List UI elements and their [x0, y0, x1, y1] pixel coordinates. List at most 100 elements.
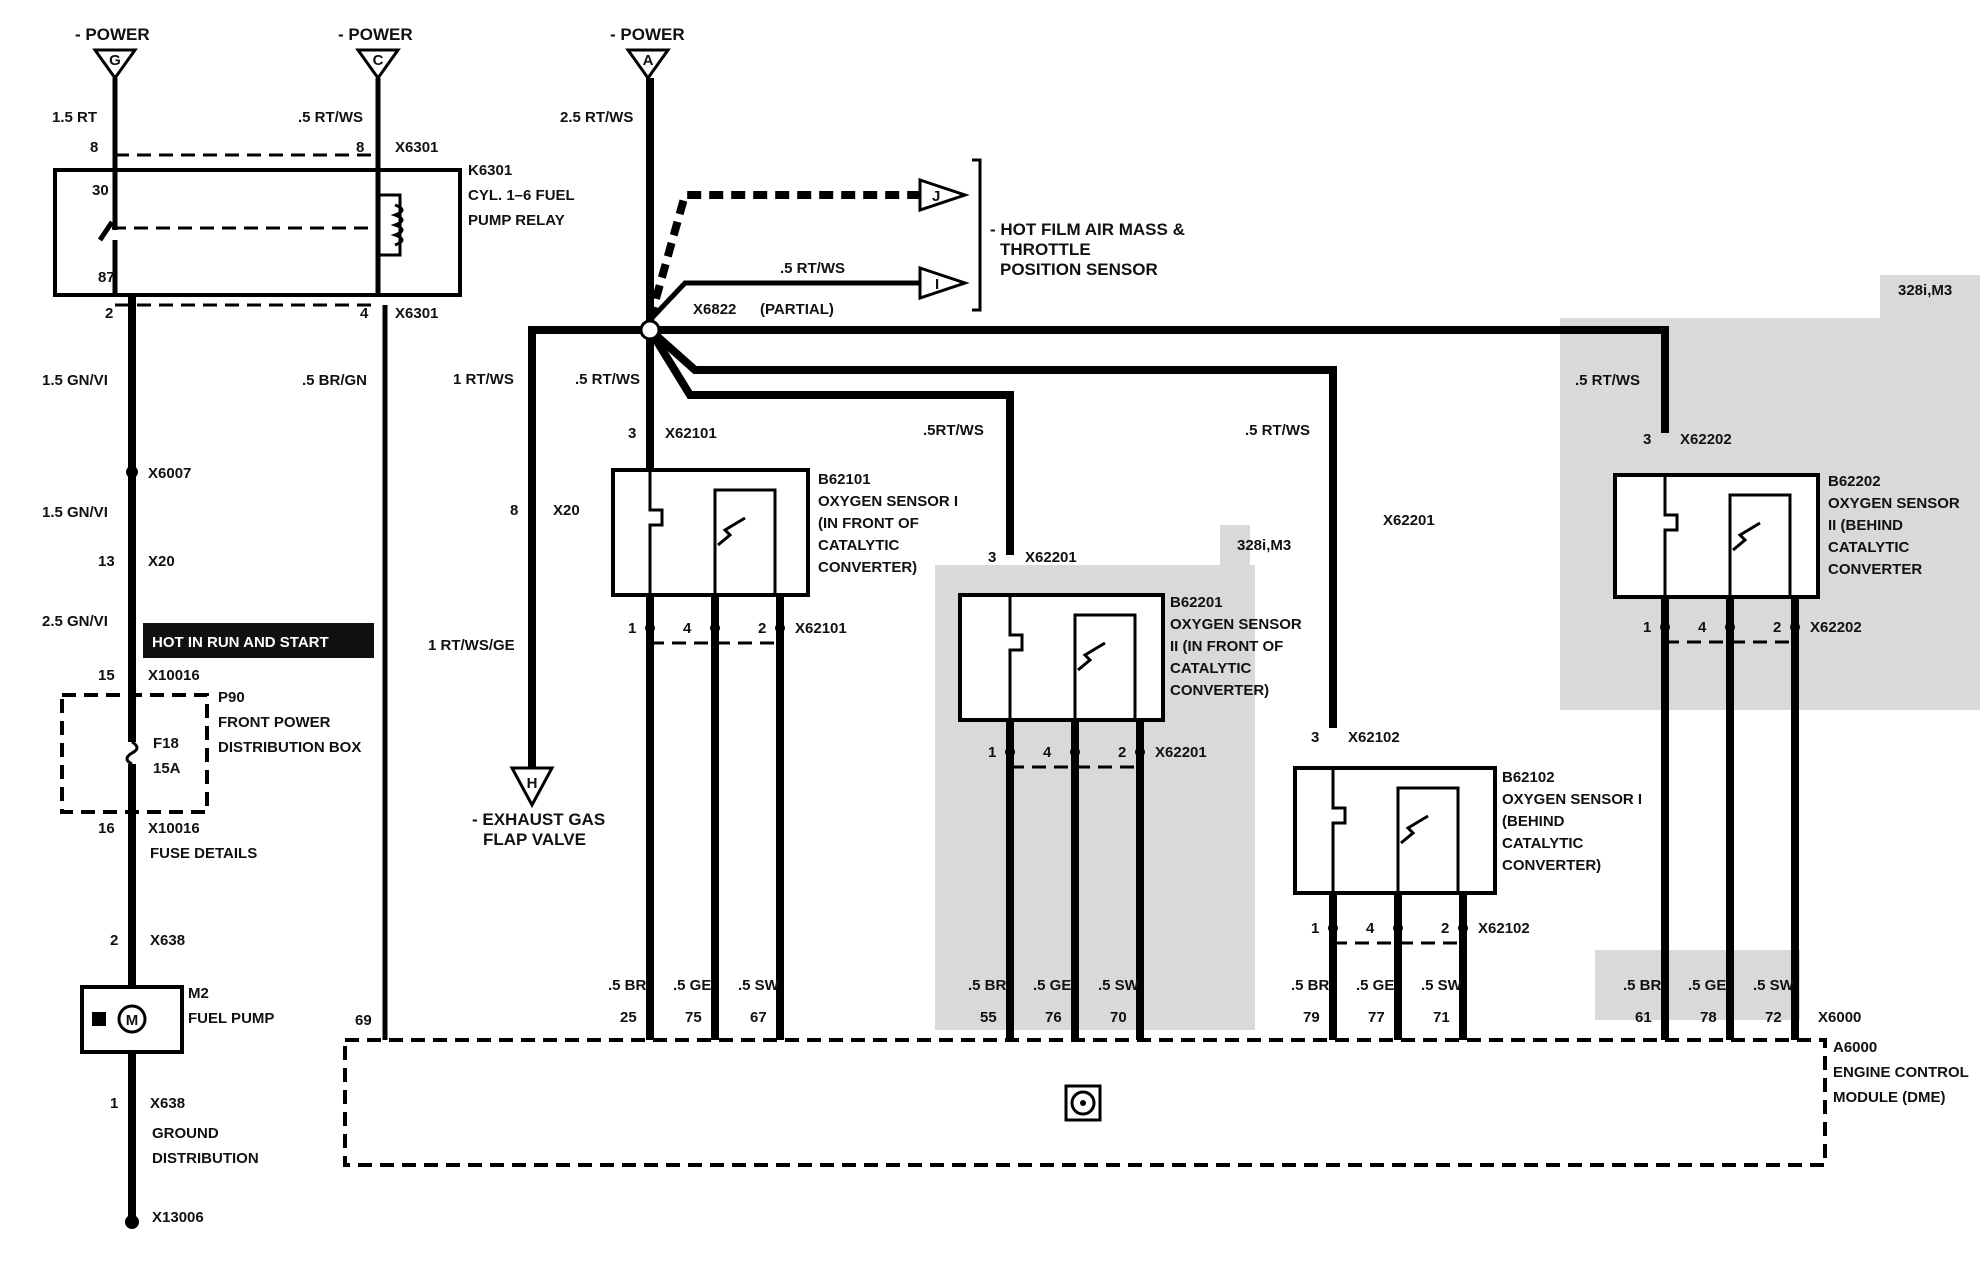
sensor-pin-4: 4	[1043, 744, 1052, 761]
sensor-label-3: CATALYTIC	[1170, 660, 1252, 677]
splice-partial: (PARTIAL)	[760, 301, 834, 318]
sensor-label-1: OXYGEN SENSOR	[1828, 495, 1960, 512]
hfm-label-3: POSITION SENSOR	[1000, 260, 1158, 279]
fuel-pump-chain: 1.5 GN/VI X6007 1.5 GN/VI 13 X20 2.5 GN/…	[42, 295, 374, 1229]
sensor-pin-4: 4	[1366, 920, 1375, 937]
pin-13: 13	[98, 553, 115, 570]
heater-element	[1008, 595, 1024, 720]
terminal-h-letter: H	[527, 775, 538, 792]
relay-pin-87: 87	[98, 269, 115, 286]
splice-x6822	[639, 319, 661, 341]
pin-dot	[775, 623, 785, 633]
power-a-label: - POWER	[610, 25, 685, 44]
variable-resistor-icon	[1077, 641, 1106, 672]
variable-resistor-icon	[1732, 521, 1761, 552]
power-c-letter: C	[373, 52, 384, 69]
sensor-label-2: II (IN FRONT OF	[1170, 638, 1283, 655]
heater-element	[1331, 768, 1347, 893]
sensor-in-pin: 3	[988, 549, 996, 566]
wire-color-label: .5 BR	[608, 977, 647, 994]
sensor-pin-4: 4	[683, 620, 692, 637]
power-c-pin: 8	[356, 139, 364, 156]
sensor-label-1: OXYGEN SENSOR I	[1502, 791, 1642, 808]
heater-element	[1663, 475, 1679, 597]
sensor-in-connector: X62202	[1680, 431, 1732, 448]
wire-color-label: .5 GE	[1688, 977, 1726, 994]
ground-label-2: DISTRIBUTION	[152, 1150, 259, 1167]
wire-s4-label: .5 RT/WS	[1575, 372, 1640, 389]
wire-color-label: .5 SW	[1753, 977, 1795, 994]
terminal-i-letter: I	[935, 276, 939, 293]
pin-dot	[1005, 747, 1015, 757]
pin-dot	[1725, 622, 1735, 632]
ecm-label-2: MODULE (DME)	[1833, 1089, 1946, 1106]
sensor-in-pin: 3	[628, 425, 636, 442]
ecm-pin: 70	[1110, 1009, 1127, 1026]
heater-element	[648, 470, 664, 595]
ecm-pin-69: 69	[355, 1012, 372, 1029]
sensor-label-2: (BEHIND	[1502, 813, 1565, 830]
wire-flap-2: 1 RT/WS/GE	[428, 637, 515, 654]
mid-connector: X62201	[1383, 512, 1435, 529]
ecm-label-1: ENGINE CONTROL	[1833, 1064, 1969, 1081]
relay-out-connector: X6301	[395, 305, 438, 322]
sensor-pin-4: 4	[1698, 619, 1707, 636]
wire-color-label: .5 BR	[1291, 977, 1330, 994]
power-c-label: - POWER	[338, 25, 413, 44]
sensing-cell	[1396, 786, 1460, 895]
hfm-label-1: - HOT FILM AIR MASS &	[990, 220, 1185, 239]
wire-color-label: .5 BR	[1623, 977, 1662, 994]
sensor-in-connector: X62102	[1348, 729, 1400, 746]
wire-flap-1: 1 RT/WS	[453, 371, 514, 388]
wire-s3-label: .5 RT/WS	[1245, 422, 1310, 439]
sensor-out-connector: X62102	[1478, 920, 1530, 937]
terminal-j-letter: J	[932, 188, 940, 205]
sensing-cell	[1728, 493, 1792, 599]
power-g-label: - POWER	[75, 25, 150, 44]
ecm-a6000: X6000 A6000 ENGINE CONTROL MODULE (DME)	[343, 1009, 1969, 1167]
power-g: - POWER G 1.5 RT 8	[52, 25, 150, 172]
power-g-pin: 8	[90, 139, 98, 156]
relay-pin-out-right: 4	[360, 305, 369, 322]
ecm-pin: 61	[1635, 1009, 1652, 1026]
wire-color-label: .5 GE	[1033, 977, 1071, 994]
wire-s2-label: .5RT/WS	[923, 422, 984, 439]
wire-color-label: .5 GE	[673, 977, 711, 994]
ecm-pin: 79	[1303, 1009, 1320, 1026]
fuse-amp: 15A	[153, 760, 181, 777]
sensor-pin-1: 1	[1311, 920, 1319, 937]
sensor-label-1: OXYGEN SENSOR I	[818, 493, 958, 510]
wire-brgn: .5 BR/GN	[302, 372, 367, 389]
sensor-box	[611, 468, 810, 597]
sensor-out-connector: X62202	[1810, 619, 1862, 636]
pin-dot	[645, 623, 655, 633]
ecm-connector: X6000	[1818, 1009, 1861, 1026]
wire-color-label: .5 SW	[1098, 977, 1140, 994]
variant-label-a: 328i,M3	[1237, 537, 1291, 554]
relay-k6301: 30 87 K6301 CYL. 1–6 FUEL PUMP RELAY	[53, 162, 575, 297]
svg-text:M: M	[126, 1012, 139, 1029]
ecm-pin: 75	[685, 1009, 702, 1026]
sensor-label-2: II (BEHIND	[1828, 517, 1903, 534]
relay-id: K6301	[468, 162, 512, 179]
sensor-label-0: B62101	[818, 471, 871, 488]
ground-icon	[125, 1215, 139, 1229]
pin-16: 16	[98, 820, 115, 837]
sensor-label-4: CONVERTER)	[1170, 682, 1269, 699]
ecm-id: A6000	[1833, 1039, 1877, 1056]
ground-label-1: GROUND	[152, 1125, 219, 1142]
sensor-pin-2: 2	[758, 620, 766, 637]
sensor-in-connector: X62101	[665, 425, 717, 442]
pin-dot	[1135, 747, 1145, 757]
wire-color-label: .5 BR	[968, 977, 1007, 994]
sensor-label-0: B62202	[1828, 473, 1881, 490]
ecm-pin: 78	[1700, 1009, 1717, 1026]
fuse-details-label: FUSE DETAILS	[150, 845, 257, 862]
conn-x13006: X13006	[152, 1209, 204, 1226]
conn-x10016-b: X10016	[148, 820, 200, 837]
conn-x638-a: X638	[150, 932, 185, 949]
